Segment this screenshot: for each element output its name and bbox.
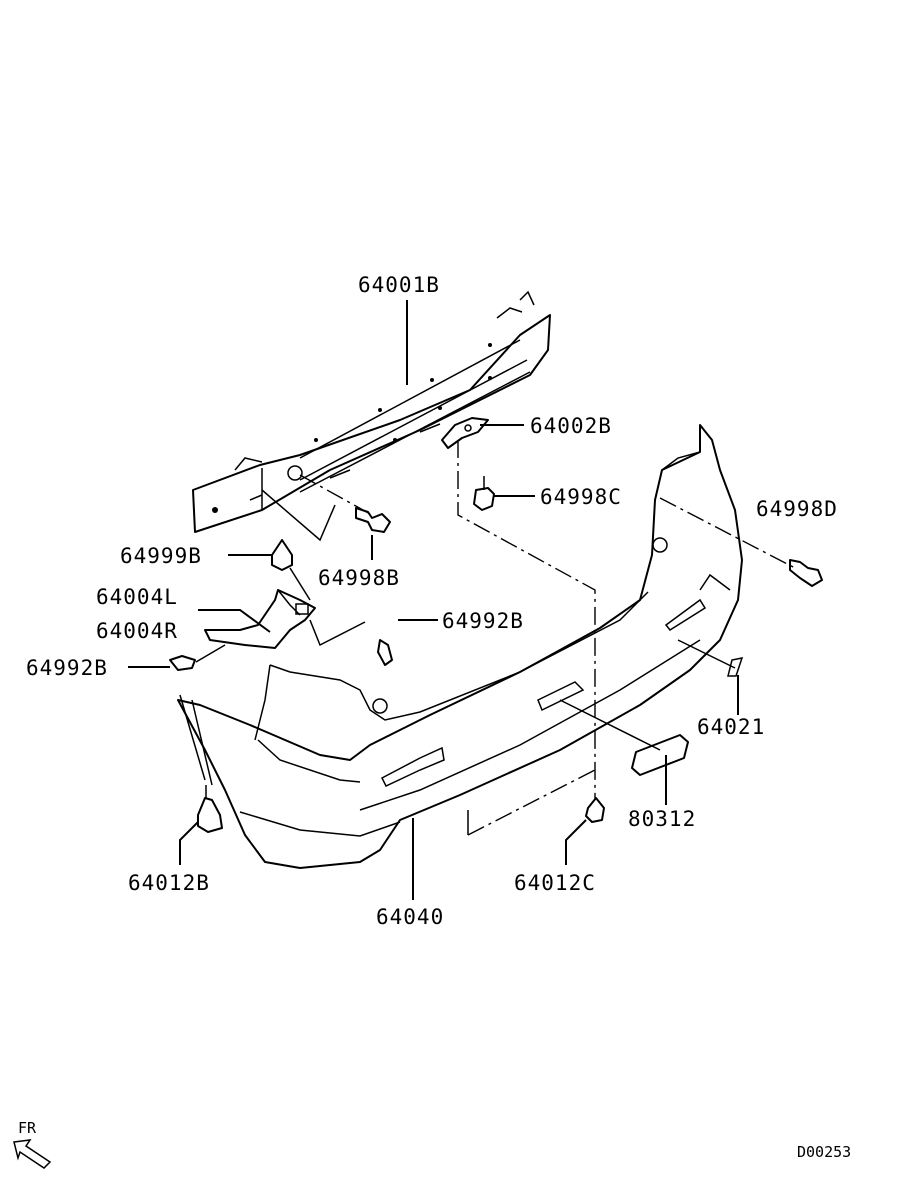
front-arrow-icon (13, 1139, 52, 1169)
reference-lines (299, 440, 796, 836)
front-direction-indicator: FR (13, 1119, 52, 1169)
label-64999B: 64999B (120, 544, 202, 568)
fasteners (169, 476, 823, 833)
label-64012C: 64012C (514, 871, 596, 895)
label-64998D: 64998D (756, 497, 838, 521)
label-64004L: 64004L (96, 585, 178, 609)
label-64998B: 64998B (318, 566, 400, 590)
bracket-64002B (441, 417, 489, 449)
leader-lines (128, 300, 739, 900)
label-64021: 64021 (697, 715, 765, 739)
label-64001B: 64001B (358, 273, 440, 297)
label-64012B: 64012B (128, 871, 210, 895)
label-64040: 64040 (376, 905, 444, 929)
bumper-reinforcement-beam (192, 290, 551, 533)
label-64998C: 64998C (540, 485, 622, 509)
label-64992B-left: 64992B (26, 656, 108, 680)
diagram-code: D00253 (797, 1143, 851, 1161)
label-64002B: 64002B (530, 414, 612, 438)
label-64004R: 64004R (96, 619, 178, 643)
label-80312: 80312 (628, 807, 696, 831)
reflector-80312 (631, 734, 689, 776)
rear-bumper-face (177, 424, 743, 869)
direction-label: FR (18, 1119, 37, 1137)
side-bracket-64004 (204, 589, 316, 649)
label-64992B-right: 64992B (442, 609, 524, 633)
